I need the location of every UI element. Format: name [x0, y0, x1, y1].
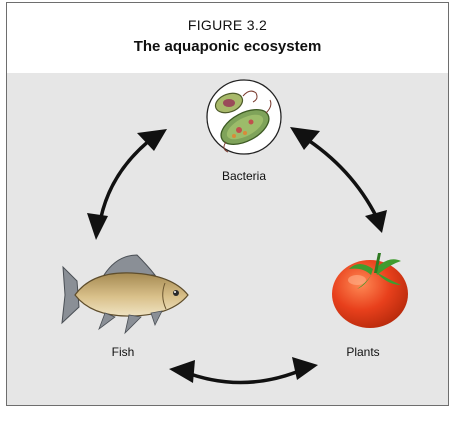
figure-title: The aquaponic ecosystem: [133, 38, 322, 55]
bacteria-icon: [206, 79, 282, 155]
arrowhead-fish-end: [87, 213, 108, 240]
arrow-bacteria-plants: [300, 134, 379, 220]
fish-icon: [61, 254, 189, 335]
arrowhead-bacteria-end: [137, 129, 167, 151]
arrow-fish-plants: [180, 367, 306, 385]
plants-label: Plants: [346, 345, 380, 359]
bacteria-label: Bacteria: [221, 169, 267, 183]
figure-header: FIGURE 3.2 The aquaponic ecosystem: [7, 3, 448, 73]
arrowhead-bacteria-end-2: [290, 127, 320, 150]
ecosystem-diagram: [61, 79, 408, 385]
figure-frame: FIGURE 3.2 The aquaponic ecosystem: [6, 2, 449, 406]
arrowhead-plants-end-2: [292, 357, 318, 380]
fish-label: Fish: [111, 345, 135, 359]
arrow-bacteria-fish: [97, 134, 157, 230]
arrowhead-fish-end-2: [169, 360, 195, 383]
arrowhead-plants-end: [365, 210, 387, 233]
figure-label: FIGURE 3.2: [187, 17, 268, 33]
tomato-icon: [332, 253, 408, 328]
